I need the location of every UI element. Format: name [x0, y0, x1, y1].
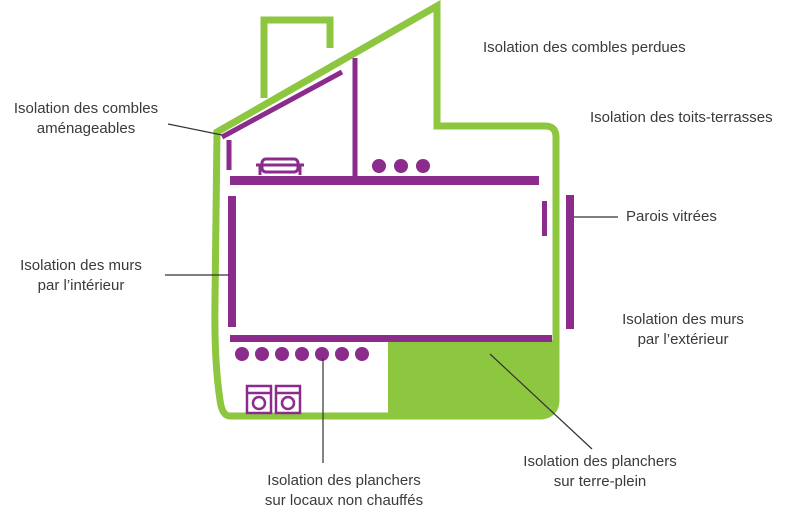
pipe-section-icon	[295, 347, 309, 361]
label-combles-perdues: Isolation des combles perdues	[483, 39, 686, 56]
bed-icon	[256, 157, 304, 175]
pipe-section-icon	[394, 159, 408, 173]
label-combles-amenageables: Isolation des combles aménageables	[13, 100, 159, 137]
pipe-section-icon	[315, 347, 329, 361]
label-planchers-locaux: Isolation des planchers sur locaux non c…	[264, 472, 424, 509]
label-murs-interieur: Isolation des murs par l’intérieur	[20, 257, 142, 294]
leader-planchers-terre-plein	[489, 353, 593, 450]
pipe-section-icon	[255, 347, 269, 361]
attic-floor-insulation	[230, 176, 539, 185]
label-parois-vitrees: Parois vitrées	[626, 208, 717, 225]
house-outline	[211, 0, 560, 420]
pipe-section-icon	[235, 347, 249, 361]
interior-wall-insulation	[228, 196, 236, 327]
terre-plein-ground	[388, 340, 553, 413]
attic-slope-insulation	[220, 69, 344, 140]
pipe-section-icon	[372, 159, 386, 173]
label-murs-exterieur: Isolation des murs par l’extérieur	[622, 311, 744, 348]
pipe-section-icon	[275, 347, 289, 361]
leader-combles-amenageables	[167, 123, 223, 136]
exterior-wall-insulation	[566, 195, 574, 329]
chimney	[260, 16, 334, 98]
floor-insulation	[230, 335, 552, 342]
washing-machine-icon	[274, 384, 302, 415]
label-toits-terrasses: Isolation des toits-terrasses	[590, 109, 773, 126]
washing-machine-icon	[245, 384, 273, 415]
pipe-section-icon	[335, 347, 349, 361]
attic-pipes	[372, 159, 430, 173]
pipe-section-icon	[355, 347, 369, 361]
label-planchers-terre-plein: Isolation des planchers sur terre-plein	[523, 453, 677, 490]
pipe-section-icon	[416, 159, 430, 173]
basement-pipes	[235, 347, 369, 361]
glazing-insulation	[542, 201, 547, 236]
